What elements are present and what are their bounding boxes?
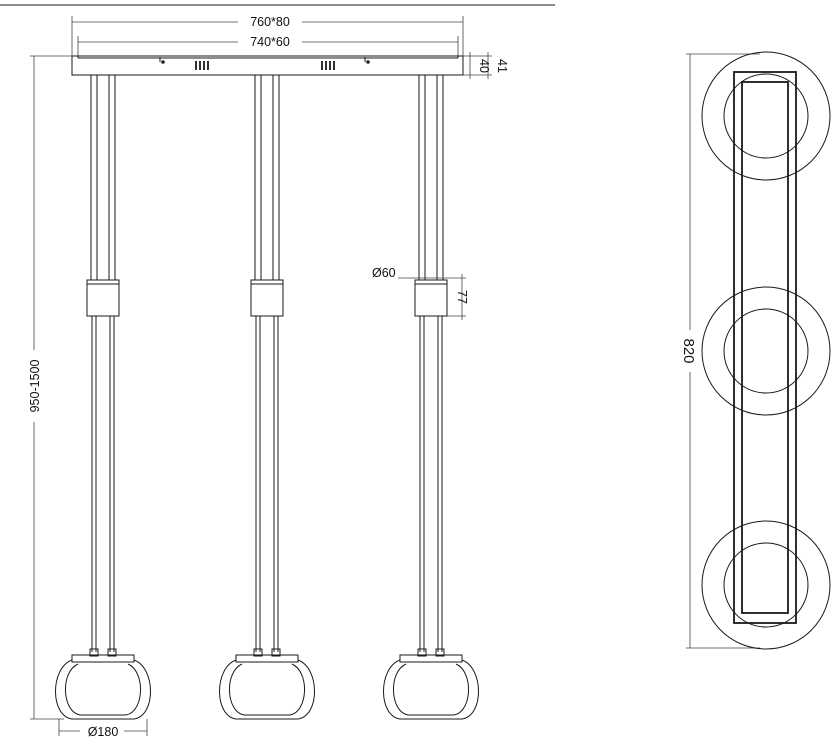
canopy-inner-outline xyxy=(741,81,789,614)
glass-shade xyxy=(55,659,151,720)
canopy-height-outer-label: 41 xyxy=(495,59,509,73)
vent-slots-icon xyxy=(321,61,335,70)
vent-slots-icon xyxy=(195,61,209,70)
canopy-inner-label: 740*60 xyxy=(250,35,290,49)
total-height-label: 950-1500 xyxy=(28,360,42,413)
canopy-outline xyxy=(733,71,797,624)
top-view: 820 xyxy=(678,51,831,650)
dimension-canopy-height: 40 41 xyxy=(463,52,509,79)
dimension-connector: Ø60 77 xyxy=(372,266,469,320)
shade-diameter-label: Ø180 xyxy=(88,725,119,739)
canopy-height-inner-label: 40 xyxy=(477,59,491,73)
dimension-length: 820 xyxy=(678,53,760,649)
connector xyxy=(250,279,284,317)
pendant-1 xyxy=(55,75,151,720)
screw-icon xyxy=(366,60,370,64)
canopy xyxy=(71,55,464,76)
glass-shade xyxy=(383,659,479,720)
connector xyxy=(414,279,448,317)
pendant-3 xyxy=(383,75,479,720)
screw-icon xyxy=(161,60,165,64)
dimension-shade: Ø180 xyxy=(58,719,148,739)
connector xyxy=(86,279,120,317)
dimension-total-height: 950-1500 xyxy=(27,55,72,720)
front-view: 760*80 740*60 xyxy=(27,14,509,739)
shade-circles xyxy=(701,51,831,650)
pendant-2 xyxy=(219,75,315,720)
canopy-outer-label: 760*80 xyxy=(250,15,290,29)
dimension-canopy-inner: 740*60 xyxy=(77,34,459,58)
connector-height-label: 77 xyxy=(455,290,469,304)
length-label: 820 xyxy=(680,338,697,363)
glass-shade xyxy=(219,659,315,720)
connector-diameter-label: Ø60 xyxy=(372,266,396,280)
dimension-canopy-outer: 760*80 xyxy=(71,14,464,74)
